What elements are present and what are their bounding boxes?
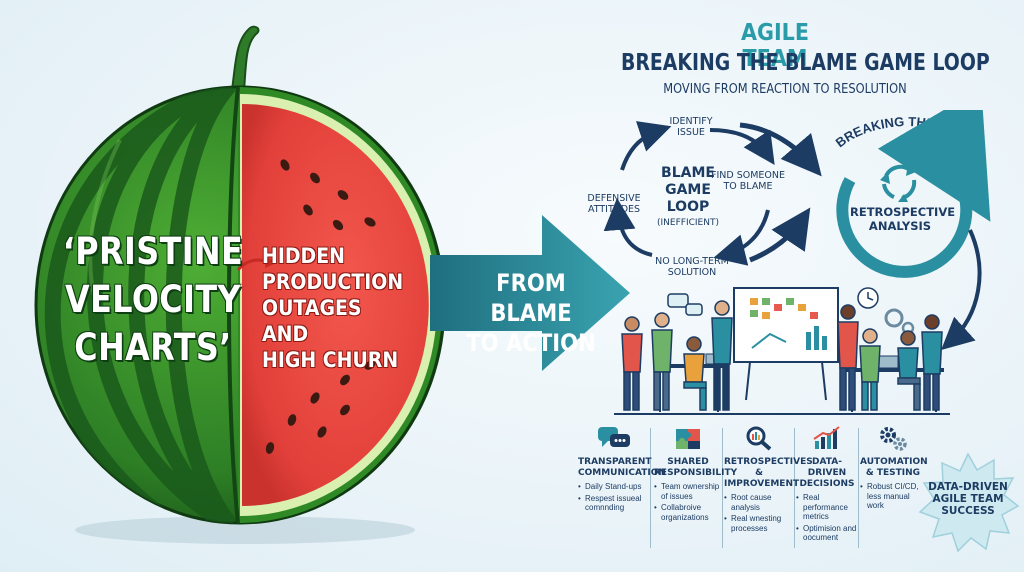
breaking-the-loop-circle: BREAKING THE LOOP	[833, 110, 991, 350]
breaking-the-loop-label: BREAKING THE LOOP	[833, 114, 978, 150]
pristine-velocity-label: ‘PRISTINE VELOCITY CHARTS’	[62, 230, 244, 369]
column-retrospectives: RETROSPECTIVES& IMPROVEMENT Root cause a…	[724, 425, 813, 535]
page-title: BREAKING THE BLAME GAME LOOP	[621, 50, 990, 76]
inefficient-label: (INEFFICIENT)	[657, 218, 719, 228]
gears-icon	[880, 427, 907, 451]
bullet-item: Root cause analysis	[724, 493, 794, 512]
svg-text:BREAKING THE LOOP: BREAKING THE LOOP	[833, 114, 978, 150]
from-blame-to-action-label: FROM BLAME TO ACTION	[466, 269, 596, 357]
loop-to-breaking-arrows	[739, 122, 822, 263]
big-teal-arrow	[430, 215, 630, 371]
whiteboard	[733, 287, 839, 401]
bullet-item: Optimision and oocument	[796, 524, 858, 543]
retrospective-analysis-label: RETROSPECTIVE ANALYSIS	[850, 205, 956, 233]
page-subtitle: MOVING FROM REACTION TO RESOLUTION	[663, 82, 907, 97]
column-divider	[650, 428, 651, 548]
column-divider	[722, 428, 723, 548]
recycle-icon	[880, 164, 917, 202]
bullet-item: Team ownership of issues	[654, 482, 722, 501]
puzzle-icon	[676, 429, 700, 449]
chat-bubbles-icon	[598, 427, 630, 447]
column-divider	[858, 428, 859, 548]
bullet-item: Robust CI/CD, less manual work	[860, 482, 926, 511]
team-illustration	[614, 287, 950, 415]
success-starburst-badge	[918, 452, 1020, 552]
blame-game-loop-label: BLAME GAME LOOP	[661, 165, 715, 215]
bullet-item: Daily Stand-ups	[578, 482, 650, 492]
blame-loop-cycle	[603, 121, 775, 266]
agile-team-title: AGILE TEAM	[740, 20, 810, 72]
success-badge-label: DATA-DRIVEN AGILE TEAM SUCCESS	[928, 481, 1008, 517]
hidden-outages-label: HIDDEN PRODUCTION OUTAGES AND HIGH CHURN	[262, 244, 404, 372]
bar-chart-icon	[813, 426, 840, 449]
bullet-item: Respest issueal comnnding	[578, 494, 650, 513]
column-automation: AUTOMATION& TESTING Robust CI/CD, less m…	[860, 425, 928, 513]
column-divider	[794, 428, 795, 548]
bullet-item: Collabroive organizations	[654, 503, 722, 522]
bullet-item: Real wnesting processes	[724, 514, 794, 533]
bullet-item: Real performance metrics	[796, 493, 858, 522]
magnifier-icon	[746, 426, 772, 451]
